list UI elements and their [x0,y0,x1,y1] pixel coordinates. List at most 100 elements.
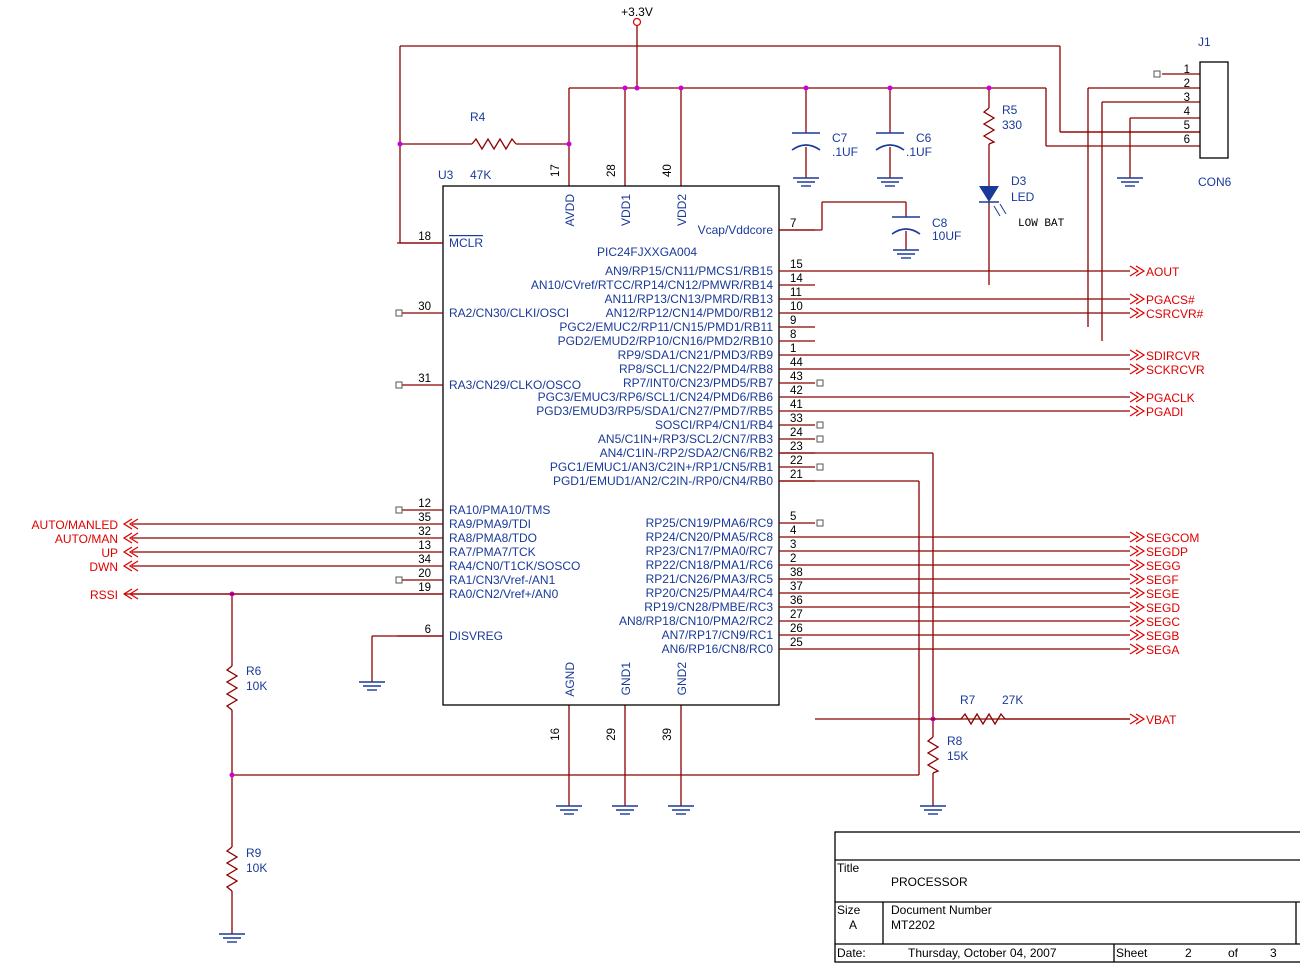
pin-label: Vcap/Vddcore [698,223,774,237]
pin-label: AN10/CVref/RTCC/RP14/CN12/PMWR/RB14 [531,278,773,292]
net-flag-arrow [1129,713,1146,725]
pin-label: AGND [563,662,577,697]
pin-label: RP22/CN18/PMA1/RC6 [646,558,774,572]
c8-value: 10UF [932,229,961,243]
pin-number: 24 [790,427,803,439]
title-label: Title [837,861,860,875]
capacitors [791,132,921,235]
pin-label: RP21/CN26/PMA3/RC5 [646,572,774,586]
net-flag-arrow [1129,391,1146,403]
pin-number: 33 [790,413,803,425]
j1-part: CON6 [1198,175,1232,189]
pin-number: 17 [550,164,562,177]
mcu-body [442,185,780,706]
r5-value: 330 [1002,118,1022,132]
pin-label: RA10/PMA10/TMS [449,503,550,517]
pin-number: 20 [418,568,431,580]
r6-value: 10K [246,679,267,693]
pin-label: VDD2 [675,194,689,226]
pin-number: 22 [790,455,803,467]
j1-pin-number: 2 [1184,78,1190,90]
pin-label: RA1/CN3/Vref-/AN1 [449,573,556,587]
no-connect [816,463,824,471]
pin-number: 4 [790,525,797,537]
net-flag-arrow [1129,601,1146,613]
pin-number: 40 [662,164,674,177]
pin-number: 31 [418,373,431,385]
pin-label: AN12/RP12/CN14/PMD0/RB12 [606,306,774,320]
pin-number: 12 [418,498,431,510]
pin-number: 14 [790,273,803,285]
net-flag-label: PGACS# [1146,293,1195,307]
pin-number: 43 [790,371,803,383]
r5-ref: R5 [1002,103,1018,117]
r4-body [471,137,517,151]
c7-value: .1UF [832,145,858,159]
net-flag-arrow [1129,545,1146,557]
pin-label: RA3/CN29/CLKO/OSCO [449,378,581,392]
pin-label: AN4/C1IN-/RP2/SDA2/CN6/RB2 [600,446,774,460]
pin-number: 42 [790,385,803,397]
net-flag-label: SEGCOM [1146,531,1199,545]
net-flag-label: PGADI [1146,405,1183,419]
net-flag-label: SEGF [1146,573,1179,587]
r4-value: 47K [470,168,491,182]
net-flag-label: VBAT [1146,713,1177,727]
pin-number: 18 [418,231,431,243]
r9-value: 10K [246,861,267,875]
pin-number: 8 [790,329,796,341]
pin-number: 26 [790,623,803,635]
docnum-value: MT2202 [891,918,935,932]
net-flag-label: PGACLK [1146,391,1195,405]
net-flag-label: SCKRCVR [1146,363,1205,377]
net-flag-label: SEGB [1146,629,1179,643]
net-flag-label: SEGA [1146,643,1179,657]
pin-number: 25 [790,637,803,649]
net-flag-label: RSSI [90,588,118,602]
pin-label: AN11/RP13/CN13/PMRD/RB13 [604,292,773,306]
net-flags: AOUTPGACS#CSRCVR#SDIRCVRSCKRCVRPGACLKPGA… [32,265,1205,727]
net-flag-label: DWN [89,560,118,574]
pin-label: RA4/CN0/T1CK/SOSCO [449,559,580,573]
pin-label: PGD1/EMUD1/AN2/C2IN-/RP0/CN4/RB0 [553,474,773,488]
net-flag-arrow [1129,307,1146,319]
size-label: Size [837,903,861,917]
pin-number: 9 [790,315,796,327]
pin-number: 15 [790,259,803,271]
net-flag-arrow [1129,405,1146,417]
j1-pin-number: 1 [1184,64,1190,76]
pin-number: 41 [790,399,803,411]
pin-label: AN5/C1IN+/RP3/SCL2/CN7/RB3 [598,432,773,446]
c8-ref: C8 [932,216,948,230]
pin-label: AN7/RP17/CN9/RC1 [662,628,774,642]
pin-label: RP9/SDA1/CN21/PMD3/RB9 [618,348,774,362]
net-flag-arrow [1129,587,1146,599]
pin-number: 44 [790,357,803,369]
net-flag-arrow [1129,629,1146,641]
pin-label: RA8/PMA8/TDO [449,531,537,545]
pin-number: 34 [418,554,431,566]
net-flag-label: SEGE [1146,587,1179,601]
pin-number: 13 [418,540,431,552]
j1-pin-number: 4 [1184,106,1191,118]
no-connect [816,421,824,429]
pin-number: 6 [425,624,431,636]
net-flag-arrow [122,588,139,600]
pin-label: AN6/RP16/CN8/RC0 [662,642,774,656]
pin-label: RP8/SCL1/CN22/PMD4/RB8 [619,362,773,376]
pin-label: RP7/INT0/CN23/PMD5/RB7 [623,376,773,390]
sheet-label: Sheet [1116,946,1148,960]
pin-number: 29 [606,728,618,741]
no-connect [816,519,824,527]
net-flag-label: AUTO/MANLED [32,518,119,532]
net-flag-arrow [1129,531,1146,543]
pin-number: 39 [662,728,674,741]
pin-number: 23 [790,441,803,453]
mcu-part: PIC24FJXXGA004 [597,245,697,259]
pin-label: PGC3/EMUC3/RP6/SCL1/CN24/PMD6/RB6 [538,390,774,404]
pin-number: 5 [790,511,796,523]
net-flag-label: SEGD [1146,601,1180,615]
mcu-ref: U3 [438,168,454,182]
net-flag-label: SDIRCVR [1146,349,1200,363]
